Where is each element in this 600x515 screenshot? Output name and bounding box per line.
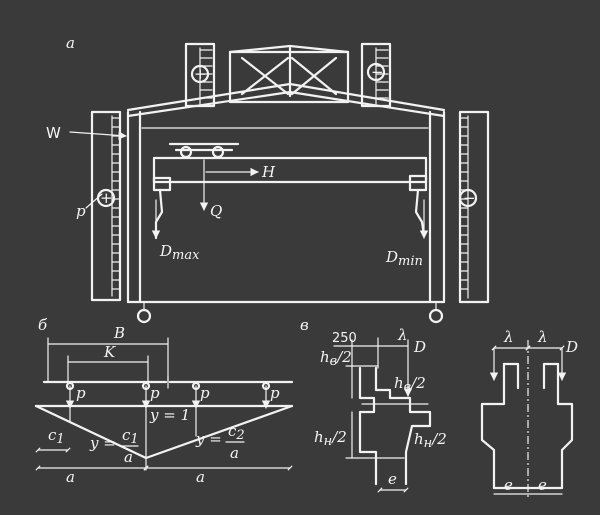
load-H-label: H [261,163,276,181]
lambda-label: λ [397,326,408,344]
h-upper-label-2: hв/2 [394,374,426,395]
svg-text:c2: c2 [228,422,245,443]
force-p-4: p [270,384,280,402]
panel-label-a: а [66,34,75,52]
force-p-3: p [200,384,210,402]
right-wind-block: − [458,110,490,304]
frame-columns [126,110,446,324]
wind-arrow [69,131,127,140]
y-center-label: y = 1 [149,406,190,424]
minus-sign: − [371,63,384,81]
svg-text:y =: y = [195,430,222,448]
h-upper-label-1: hв/2 [320,348,352,369]
lambda-right-label: λ [537,328,548,346]
sym-load-D-label: D [565,338,578,356]
roof-truss [126,44,446,118]
dim-K-label: K [103,343,116,361]
dim-250-label: 250 [332,331,357,346]
dmin-label: Dmin [385,248,423,269]
svg-text:+: + [100,189,113,207]
wheel-loads: p p p p [65,381,280,409]
pressure-label: p [76,202,86,220]
a-right-label: a [196,468,205,486]
left-wind-block: + [90,110,122,302]
y2-formula: y = c2 a [195,422,245,462]
svg-text:c1: c1 [122,426,139,447]
dmax-label: Dmax [159,242,200,263]
stepped-column [351,337,432,486]
c1-label: c1 [48,426,65,447]
influence-triangle [34,399,294,471]
svg-text:y =: y = [89,434,116,452]
e-right-label: e [538,476,547,494]
svg-text:a: a [124,448,133,466]
load-D-label: D [413,338,426,356]
svg-text:−: − [463,189,476,207]
load-Q-label: Q [210,202,222,220]
y1-formula: y = c1 a [89,426,139,466]
svg-text:a: a [230,444,239,462]
panel-label-b: б [38,316,48,334]
dim-B-label: B [113,324,125,342]
force-p-2: p [150,384,160,402]
crane-bridge [152,142,428,192]
h-lower-label-2: hн/2 [414,430,447,451]
influence-dimensions: B K [47,324,169,383]
e-left-label: e [504,476,513,494]
force-p-1: p [76,384,86,402]
h-lower-label-1: hн/2 [314,428,347,449]
lambda-left-label: λ [503,328,514,346]
pressure-hatching [111,49,469,290]
roof-pressure-right: − [360,42,392,108]
a-left-label: a [66,468,75,486]
symmetric-column [480,340,574,498]
wind-label: W [46,124,61,142]
panel-label-v: в [300,316,309,334]
ecc-e-label: e [388,470,397,488]
